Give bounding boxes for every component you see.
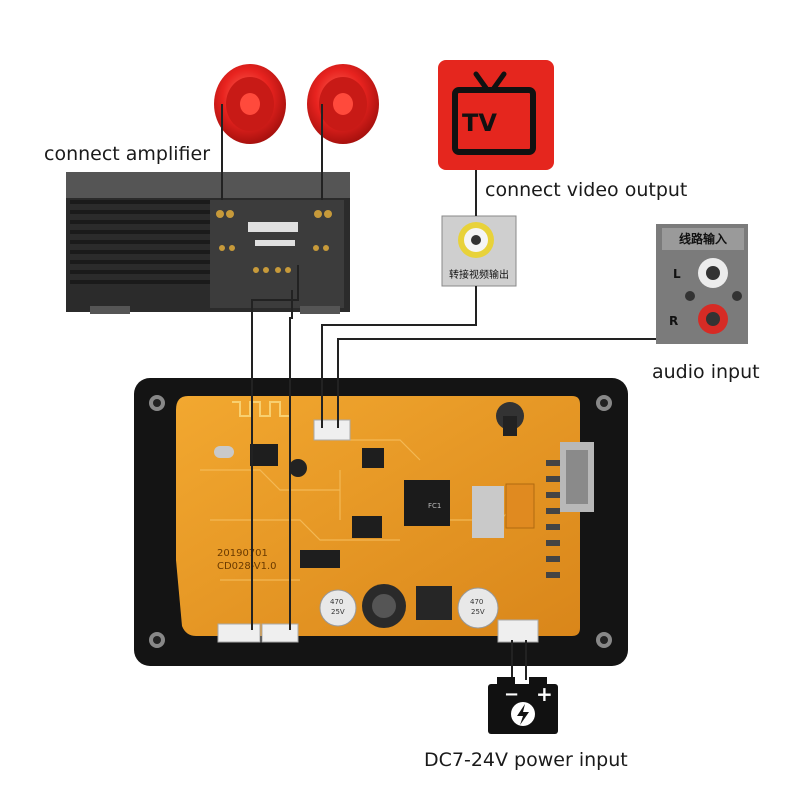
label-audio-input: audio input — [652, 361, 760, 383]
cap-left-value: 470 — [330, 598, 343, 606]
rca-jack-label: 转接视频输出 — [449, 268, 509, 281]
board-silk-date: 20190701 — [217, 548, 268, 559]
label-connect-video-output: connect video output — [485, 179, 688, 201]
rca-video-jack-image — [441, 215, 517, 287]
cap-right-voltage: 25V — [471, 608, 485, 616]
left-speaker-icon — [214, 64, 286, 144]
capacitor-left-image — [319, 589, 357, 627]
battery-icon — [488, 677, 558, 734]
audio-input-panel-image — [656, 224, 748, 344]
audio-right-label: R — [669, 314, 678, 328]
label-connect-amplifier: connect amplifier — [44, 143, 211, 165]
tv-icon-text: TV — [462, 109, 497, 137]
pcb-board — [176, 396, 594, 643]
right-speaker-icon — [307, 64, 379, 144]
cap-right-value: 470 — [470, 598, 483, 606]
audio-left-label: L — [673, 267, 681, 281]
board-silk-model: CD028-V1.0 — [217, 561, 277, 572]
cap-left-voltage: 25V — [331, 608, 345, 616]
battery-minus-symbol: − — [504, 684, 519, 705]
label-power-input: DC7-24V power input — [424, 749, 628, 771]
tv-icon — [438, 60, 554, 170]
amplifier-unit-image — [66, 172, 350, 314]
battery-plus-symbol: + — [536, 682, 553, 706]
audio-panel-title: 线路输入 — [679, 231, 727, 246]
board-chip-label: FC1 — [428, 502, 441, 510]
connection-wires — [221, 104, 656, 680]
capacitor-right-image — [457, 587, 499, 629]
